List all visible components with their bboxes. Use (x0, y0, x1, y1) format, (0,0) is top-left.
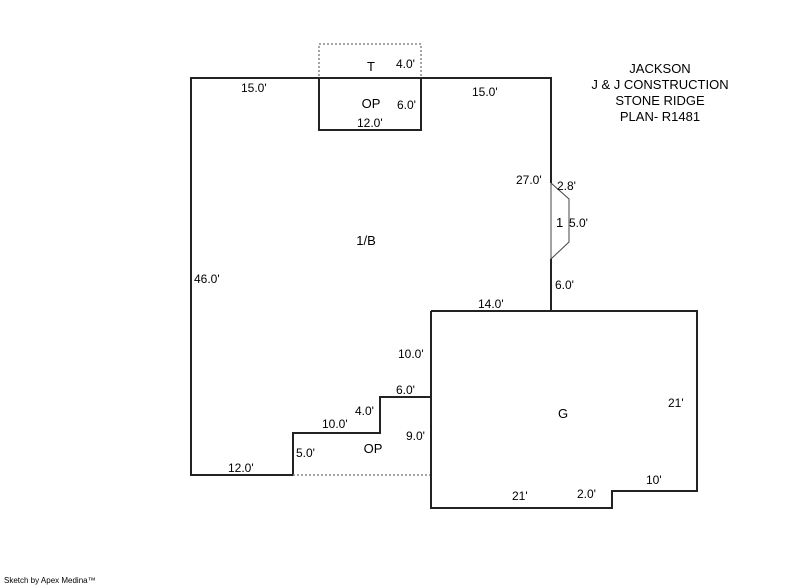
dimension-label: 6.0' (396, 383, 415, 397)
title-line: J & J CONSTRUCTION (591, 77, 728, 92)
dimension-label: 10.0' (322, 417, 348, 431)
dimension-label: 27.0' (516, 173, 542, 187)
dimension-label: 9.0' (406, 429, 425, 443)
dimension-label: 4.0' (396, 57, 415, 71)
area-label-garage: G (558, 406, 568, 421)
dimension-label: 6.0' (555, 278, 574, 292)
title-line: PLAN- R1481 (620, 109, 700, 124)
open-porch-top-outline (318, 77, 422, 131)
dimension-label: 21' (668, 396, 684, 410)
dimension-label: 2.8' (557, 179, 576, 193)
area-label-bay: 1 (556, 215, 563, 230)
footer-credit: Sketch by Apex Medina™ (4, 576, 96, 585)
dimension-label: 2.0' (577, 487, 596, 501)
dimension-label: 10.0' (398, 347, 424, 361)
main-outline-right-top (421, 77, 552, 183)
dimension-labels: 15.0' 15.0' 4.0' 6.0' 12.0' 27.0' 2.8' 5… (194, 57, 684, 503)
dimension-label: 46.0' (194, 272, 220, 286)
area-label-terrace: T (367, 59, 375, 74)
dimension-label: 12.0' (228, 461, 254, 475)
title-block: JACKSON J & J CONSTRUCTION STONE RIDGE P… (591, 61, 728, 124)
dimension-label: 10' (646, 473, 662, 487)
area-label-porch-bottom: OP (364, 441, 383, 456)
main-outline-left (190, 77, 431, 476)
dimension-label: 15.0' (241, 81, 267, 95)
dimension-label: 21' (512, 489, 528, 503)
dimension-label: 5.0' (569, 216, 588, 230)
dimension-label: 14.0' (478, 297, 504, 311)
area-label-main: 1/B (356, 233, 376, 248)
dimension-label: 4.0' (355, 404, 374, 418)
dimension-label: 15.0' (472, 85, 498, 99)
area-label-porch-top: OP (362, 96, 381, 111)
dimension-label: 6.0' (397, 98, 416, 112)
dimension-label: 12.0' (357, 116, 383, 130)
bay-window-outline (550, 182, 570, 260)
garage-outline (430, 310, 698, 509)
title-line: STONE RIDGE (615, 93, 705, 108)
dimension-label: 5.0' (296, 446, 315, 460)
title-line: JACKSON (629, 61, 690, 76)
